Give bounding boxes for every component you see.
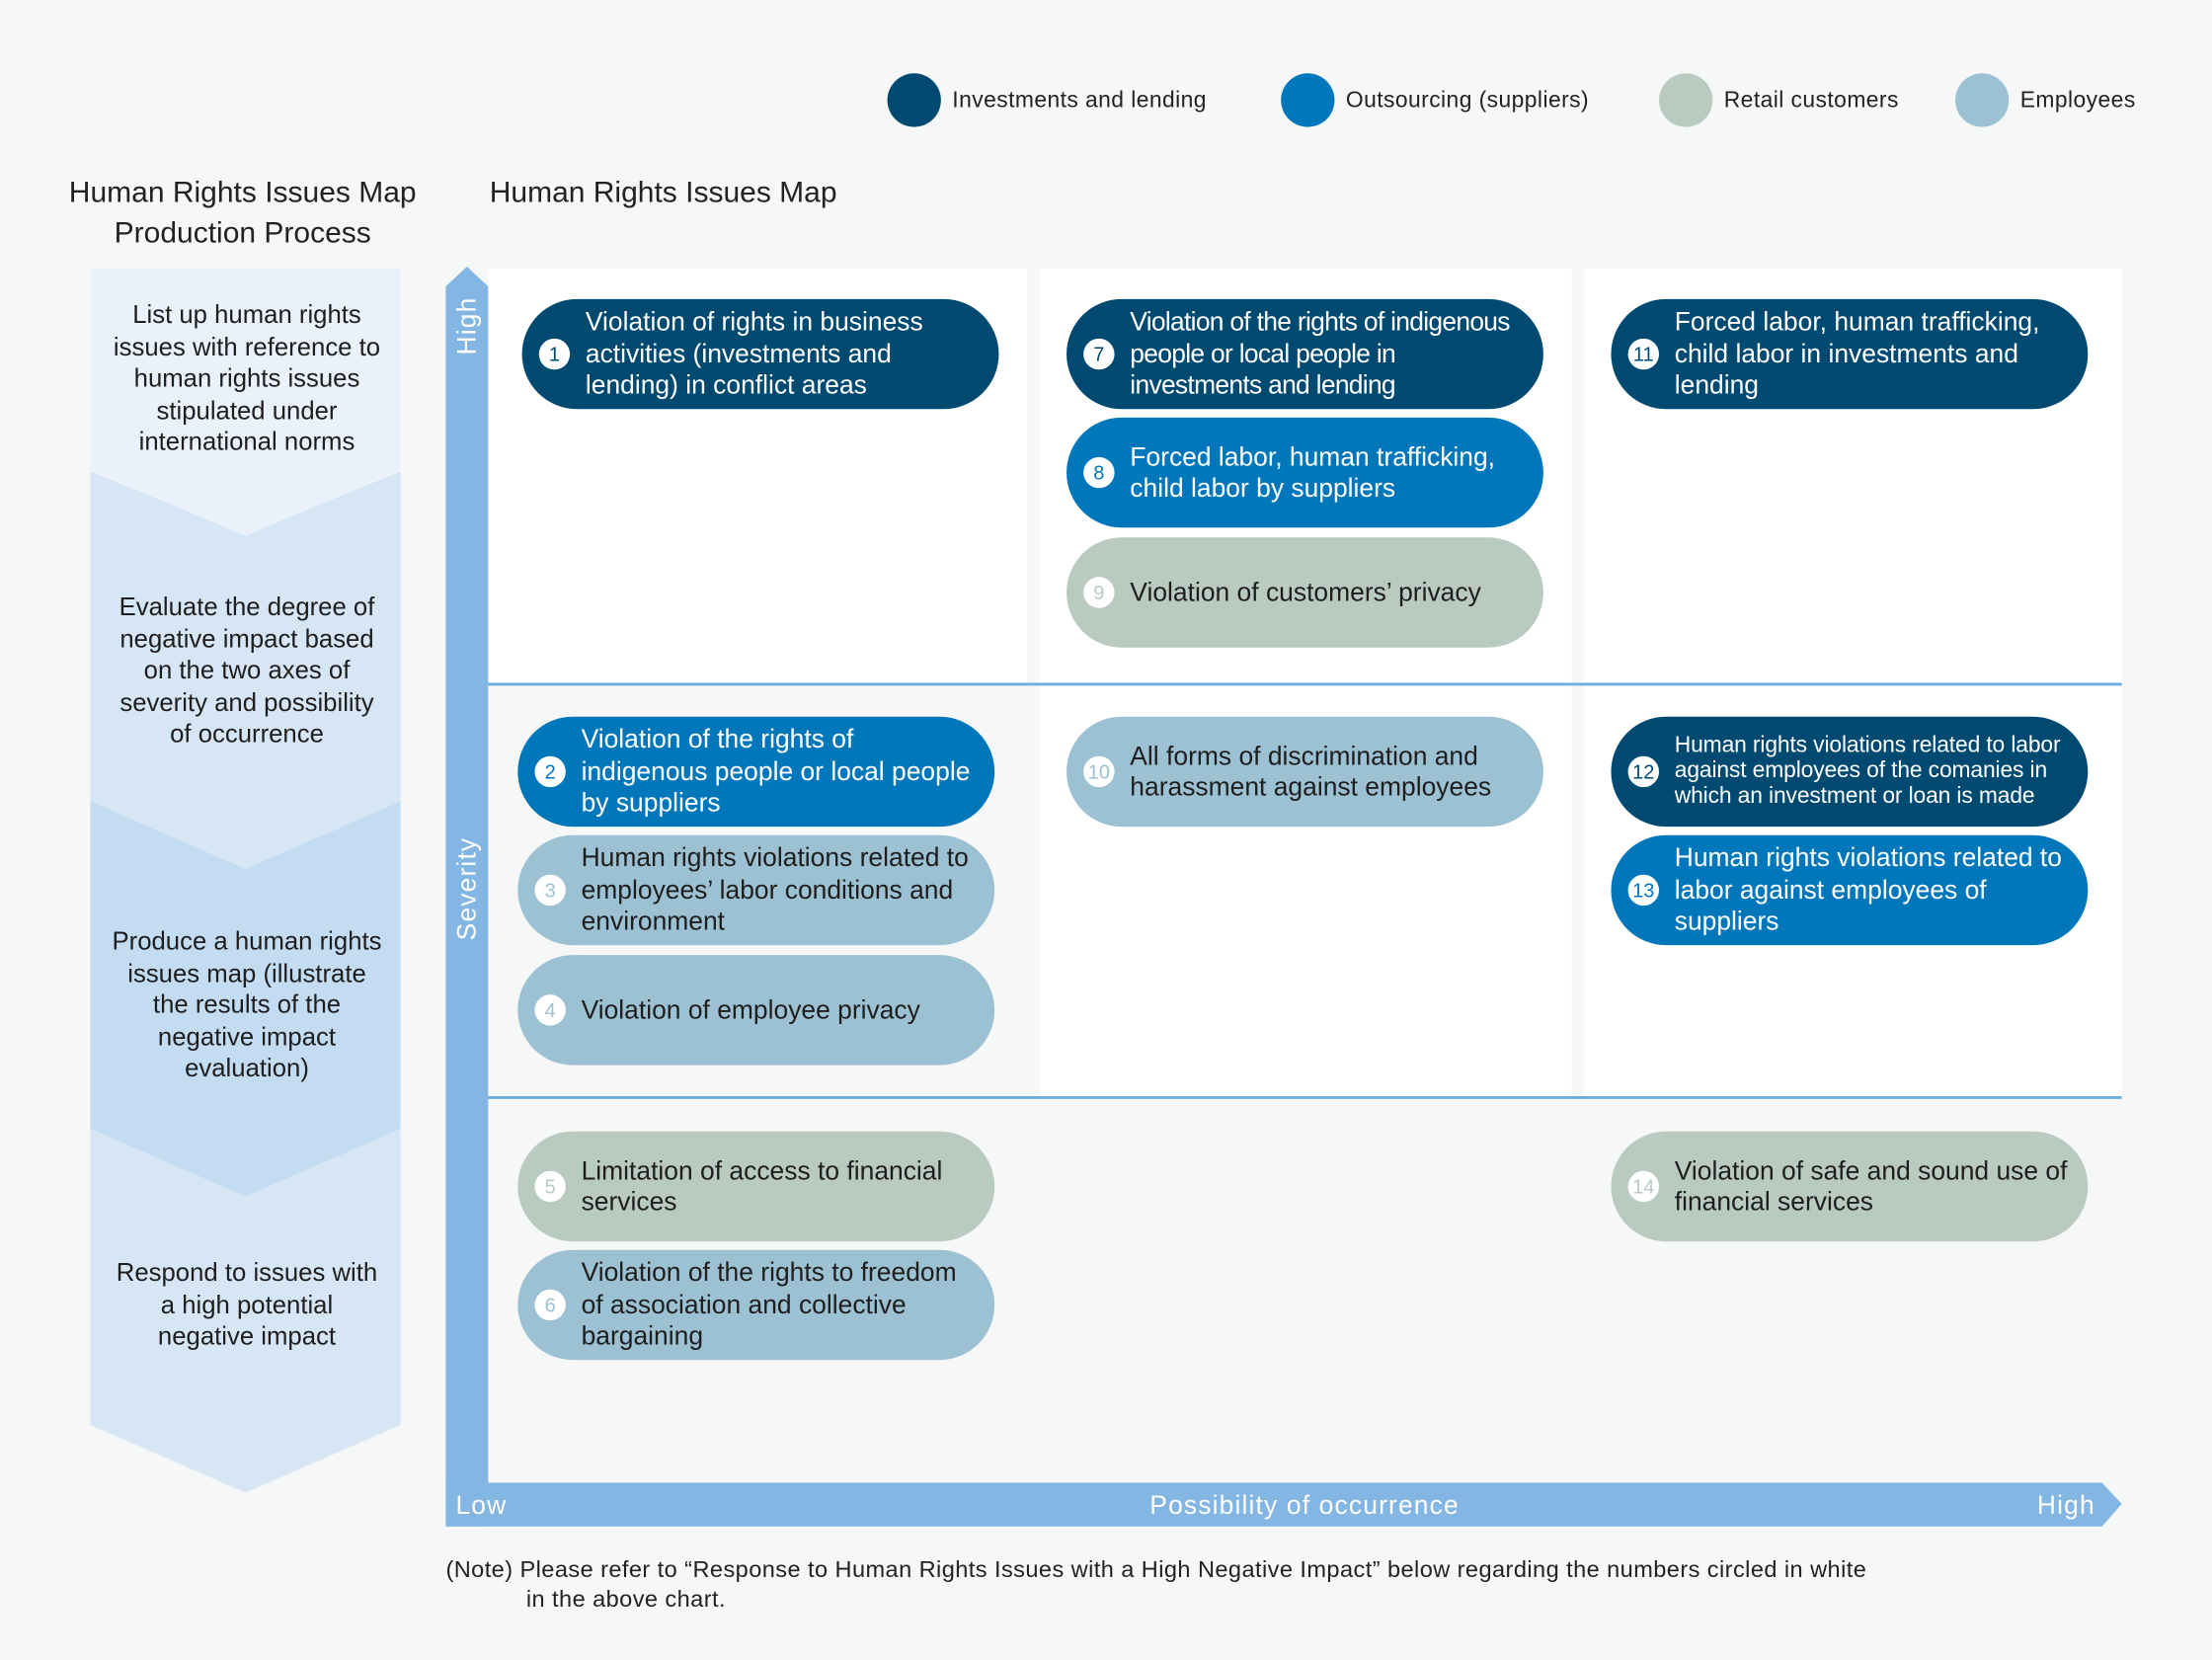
issue-number-badge: 11 [1627,338,1660,370]
occurrence-low-label: Low [455,1489,508,1520]
process-step-4: Respond to issues with a high potential … [116,1258,378,1351]
issue-2: 2 Violation of the rights of indigenous … [517,716,995,828]
issue-label: Forced labor, human trafficking, child l… [1130,440,1496,503]
issue-1: 1 Violation of rights in business activi… [521,298,999,410]
legend-swatch-employees [1955,73,2010,127]
issue-label: Violation of the rights of indigenous pe… [1130,306,1510,400]
issue-number-badge: 4 [534,994,566,1026]
issue-label: Limitation of access to financial servic… [581,1154,943,1217]
grid-divider-lower [488,1096,2122,1099]
severity-high-label: High [451,296,482,356]
issue-number-badge: 10 [1083,755,1115,788]
issue-label: Human rights violations related to labor… [1674,733,2061,809]
issue-number-badge: 8 [1083,456,1115,489]
legend-label-investments: Investments and lending [952,89,1207,114]
issue-label: Violation of safe and sound use of finan… [1674,1154,2068,1217]
issue-label: Violation of the rights of indigenous pe… [581,724,971,818]
process-title-line2: Production Process [114,217,371,250]
issue-label: All forms of discrimination and harassme… [1130,740,1492,802]
issue-7: 7 Violation of the rights of indigenous … [1066,298,1543,410]
issue-9: 9 Violation of customers’ privacy [1066,537,1543,648]
legend-label-outsourcing: Outsourcing (suppliers) [1345,89,1590,114]
legend-swatch-retail [1659,73,1713,127]
issue-number-badge: 1 [538,338,571,370]
issue-label: Human rights violations related to emplo… [581,842,969,936]
severity-axis-label: Severity [451,836,482,941]
issue-label: Forced labor, human trafficking, child l… [1674,306,2040,400]
issue-8: 8 Forced labor, human trafficking, child… [1066,417,1543,528]
issue-label: Violation of employee privacy [581,993,920,1024]
issue-4: 4 Violation of employee privacy [517,955,995,1066]
legend-label-employees: Employees [2019,89,2136,114]
process-chevron-1 [90,268,401,536]
issue-14: 14 Violation of safe and sound use of fi… [1611,1131,2089,1242]
issue-label: Violation of customers’ privacy [1130,576,1481,606]
process-chevron-2 [90,471,401,870]
issue-number-badge: 13 [1627,874,1660,907]
issue-number-badge: 5 [534,1170,566,1203]
map-title: Human Rights Issues Map [489,176,837,209]
issue-3: 3 Human rights violations related to emp… [517,834,995,946]
issue-number-badge: 6 [534,1289,566,1321]
severity-axis-arrow [445,267,489,1527]
issue-11: 11 Forced labor, human trafficking, chil… [1611,298,2089,410]
legend-label-retail: Retail customers [1723,89,1899,114]
process-title-line1: Human Rights Issues Map [68,176,417,209]
process-title: Human Rights Issues Map Production Proce… [48,172,437,254]
process-step-2: Evaluate the degree of negative impact b… [118,593,375,749]
occurrence-high-label: High [2036,1489,2095,1520]
issue-5: 5 Limitation of access to financial serv… [517,1131,995,1242]
issue-6: 6 Violation of the rights to freedom of … [517,1249,995,1361]
footnote-line2: in the above chart. [525,1587,726,1613]
issue-number-badge: 2 [534,755,566,788]
legend-swatch-outsourcing [1281,73,1335,127]
grid-divider-upper [488,682,2122,686]
legend-swatch-investments [887,73,941,127]
issue-12: 12 Human rights violations related to la… [1611,716,2089,828]
issue-number-badge: 3 [534,874,566,907]
issue-13: 13 Human rights violations related to la… [1611,834,2089,946]
process-step-1: List up human rights issues with referen… [113,300,381,456]
process-step-3: Produce a human rights issues map (illus… [112,926,382,1082]
issue-number-badge: 14 [1627,1170,1660,1203]
issue-label: Violation of rights in business activiti… [585,306,923,400]
issue-label: Human rights violations related to labor… [1674,842,2062,936]
issue-number-badge: 7 [1083,338,1115,370]
issue-number-badge: 12 [1627,755,1660,788]
occurrence-axis-label: Possibility of occurrence [1149,1489,1460,1520]
issue-label: Violation of the rights to freedom of as… [581,1257,957,1351]
footnote: (Note) Please refer to “Response to Huma… [445,1556,1866,1616]
issue-10: 10 All forms of discrimination and haras… [1066,716,1543,828]
issue-number-badge: 9 [1083,577,1115,608]
occurrence-axis-arrow [445,1482,2122,1527]
footnote-line1: (Note) Please refer to “Response to Huma… [445,1557,1867,1583]
